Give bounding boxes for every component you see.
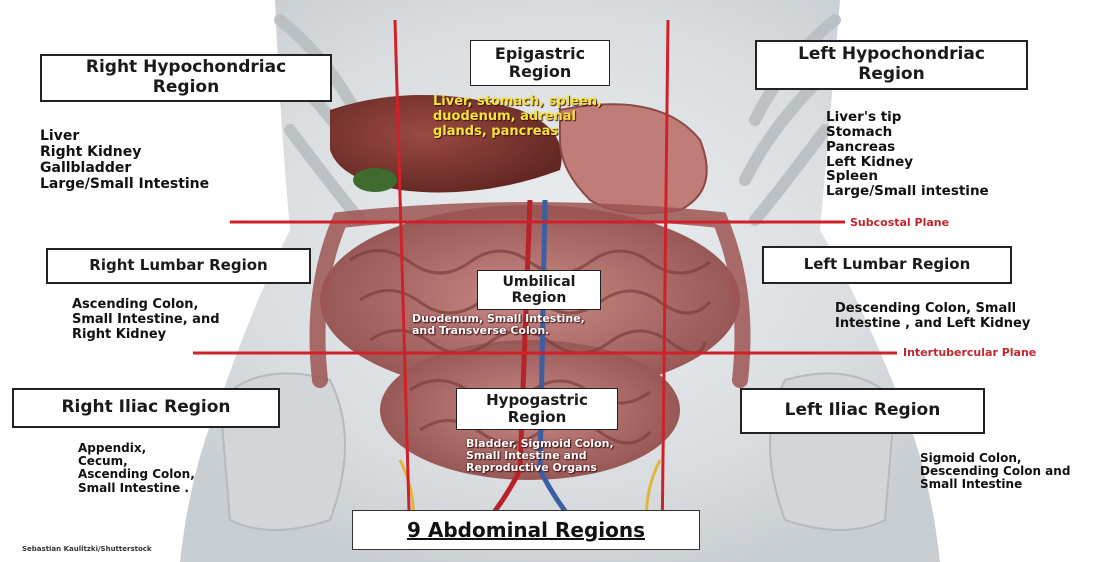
hypogastric-organs: Bladder, Sigmoid Colon, Small Intestine … bbox=[466, 438, 614, 474]
umbilical-organs: Duodenum, Small Intestine, and Transvers… bbox=[412, 313, 585, 337]
hypogastric-title: Hypogastric Region bbox=[456, 388, 618, 430]
left-lumbar-organs: Descending Colon, Small Intestine , and … bbox=[835, 302, 1030, 332]
right-iliac-title: Right Iliac Region bbox=[12, 388, 280, 428]
epigastric-title: Epigastric Region bbox=[470, 40, 610, 86]
left-iliac-title: Left Iliac Region bbox=[740, 388, 985, 434]
diagram-caption: 9 Abdominal Regions bbox=[352, 510, 700, 550]
image-credit: Sebastian Kaulitzki/Shutterstock bbox=[22, 545, 152, 553]
right-lumbar-title: Right Lumbar Region bbox=[46, 248, 311, 284]
left-hypochondriac-organs: Liver's tip Stomach Pancreas Left Kidney… bbox=[826, 110, 989, 199]
intertubercular-plane-label: Intertubercular Plane bbox=[903, 346, 1036, 359]
gallbladder bbox=[353, 168, 397, 192]
right-iliac-organs: Appendix, Cecum, Ascending Colon, Small … bbox=[78, 442, 195, 495]
epigastric-organs: Liver, stomach, spleen, duodenum, adrena… bbox=[433, 95, 602, 140]
left-iliac-organs: Sigmoid Colon, Descending Colon and Smal… bbox=[920, 452, 1070, 492]
umbilical-title: Umbilical Region bbox=[477, 270, 601, 310]
right-hypochondriac-title: Right Hypochondriac Region bbox=[40, 54, 332, 102]
subcostal-plane-label: Subcostal Plane bbox=[850, 216, 949, 229]
left-hypochondriac-title: Left Hypochondriac Region bbox=[755, 40, 1028, 90]
right-lumbar-organs: Ascending Colon, Small Intestine, and Ri… bbox=[72, 298, 220, 343]
caption-text: 9 Abdominal Regions bbox=[407, 518, 645, 542]
right-hypochondriac-organs: Liver Right Kidney Gallbladder Large/Sma… bbox=[40, 128, 209, 192]
left-lumbar-title: Left Lumbar Region bbox=[762, 246, 1012, 284]
